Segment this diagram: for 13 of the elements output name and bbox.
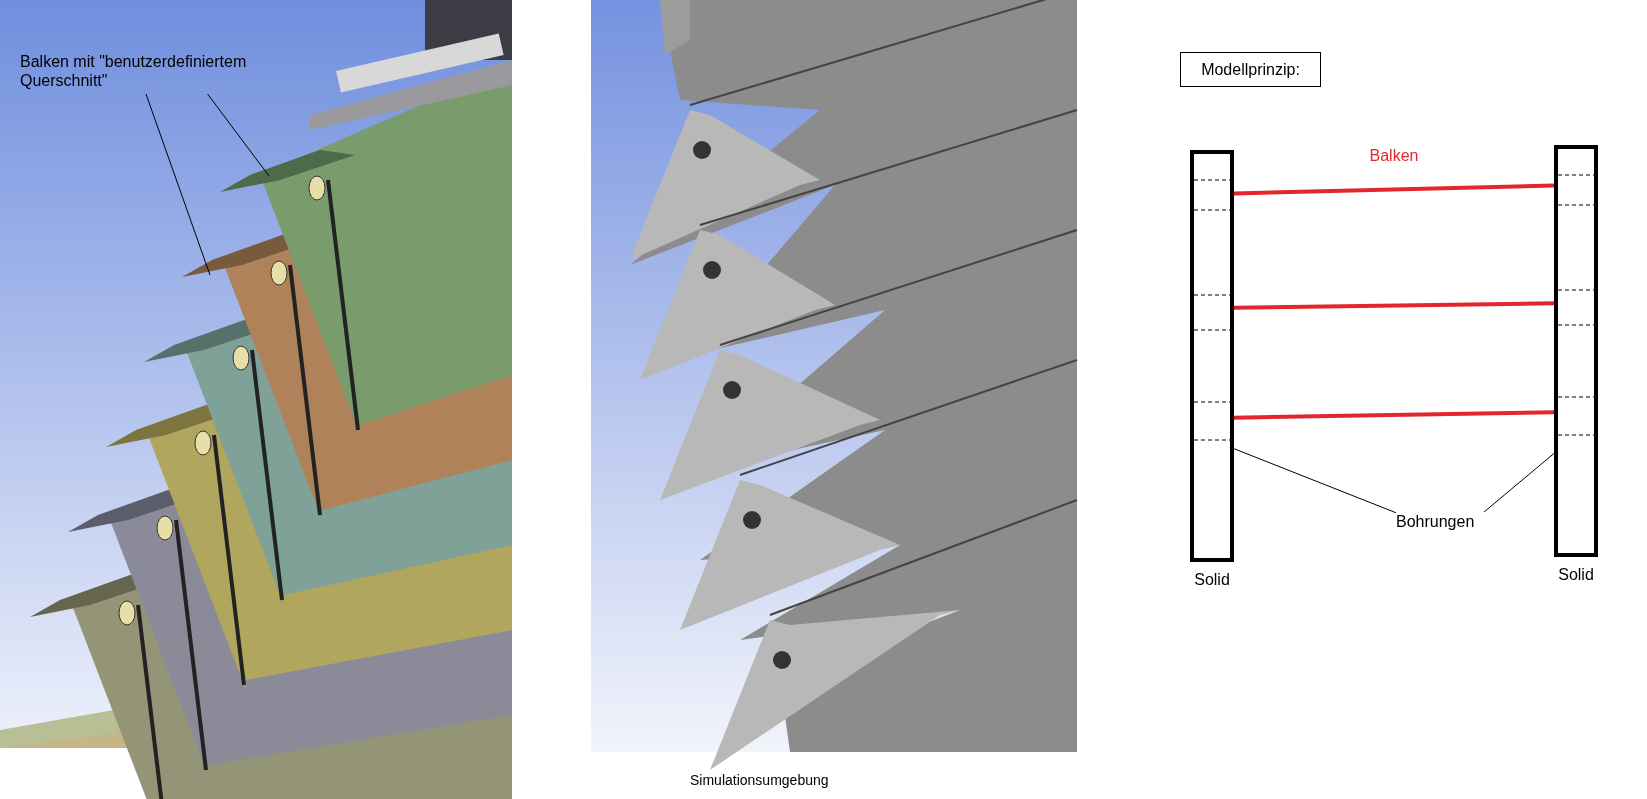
beam-line [1233,301,1555,310]
leader-line [207,93,270,177]
leader-line [1483,452,1555,513]
beam-line [1233,410,1555,420]
callout-text: Bohrungen [1396,512,1476,532]
solid-label: Solid [1193,570,1231,590]
beam-line [1233,183,1555,196]
title-box: Modellprinzip: [1180,52,1321,87]
caption: Simulationsumgebung [690,772,829,789]
leader-line [1233,448,1397,514]
callout-text: Balken mit "benutzerdefiniertem Querschnitt" [20,52,248,91]
leader-line [145,93,211,276]
solid-label: Solid [1557,565,1595,585]
